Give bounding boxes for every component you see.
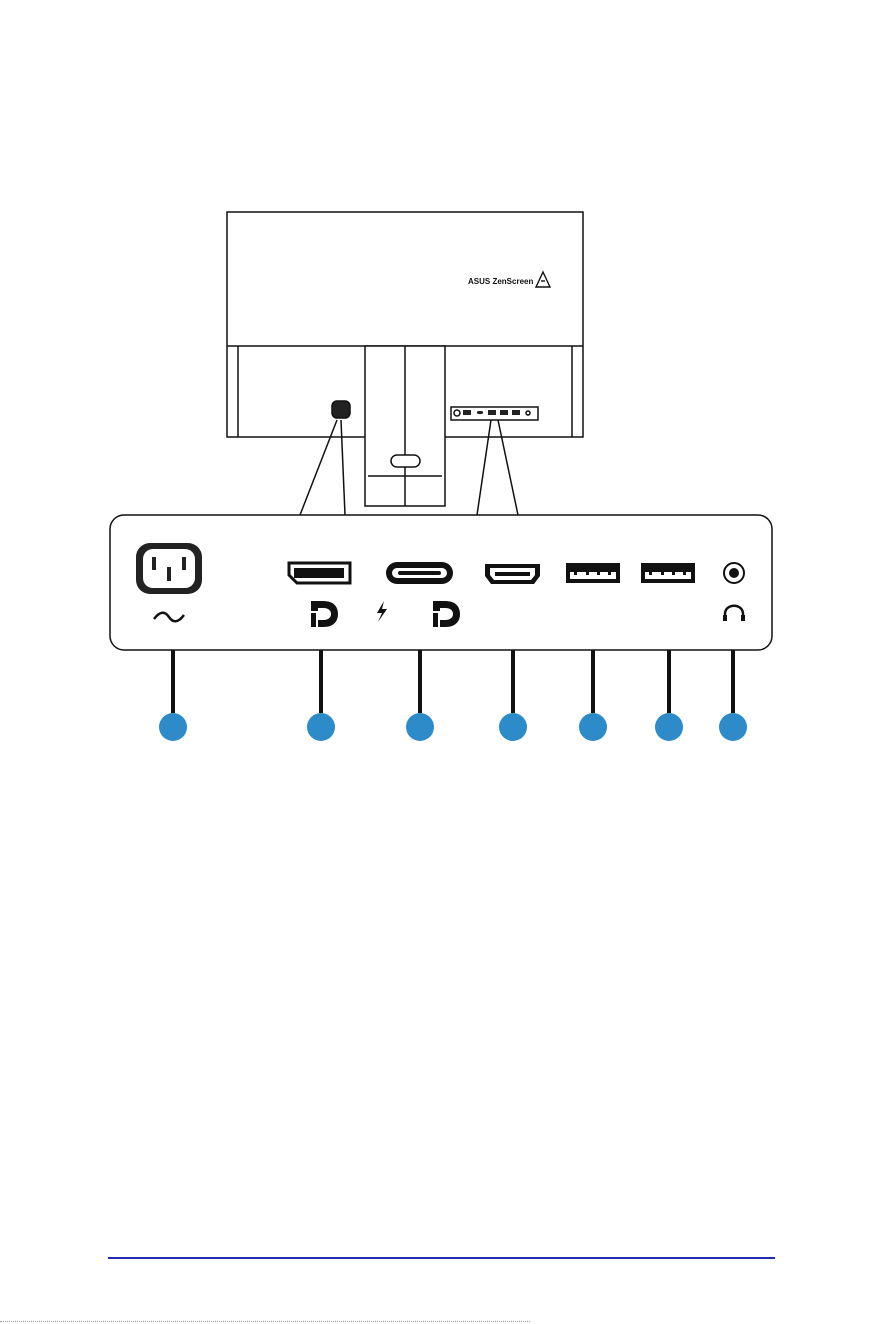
callout-dot-earphone (719, 713, 747, 741)
monitor-rear-view (227, 212, 583, 515)
cable-hole (391, 455, 420, 467)
usb-c-port (386, 562, 453, 584)
callout-dot-hdmi (499, 713, 527, 741)
callout-lines (173, 650, 733, 713)
callout-dot-usb-a-2 (655, 713, 683, 741)
callout-markers (159, 713, 747, 741)
callout-dot-usb-a-1 (579, 713, 607, 741)
footer-rule (108, 1257, 775, 1259)
usb-a-port (566, 563, 620, 583)
callout-dot-ac-power (159, 713, 187, 741)
callout-dot-displayport (307, 713, 335, 741)
ac-power-port (136, 543, 202, 594)
displayport-port (289, 563, 350, 583)
hdmi-port (485, 564, 540, 584)
power-socket-small (332, 401, 350, 418)
page-edge-dotted-line (0, 1321, 530, 1322)
brand-label: ASUS ZenScreen (468, 277, 533, 286)
callout-dot-usb-c (406, 713, 434, 741)
usb-a-port (641, 563, 695, 583)
